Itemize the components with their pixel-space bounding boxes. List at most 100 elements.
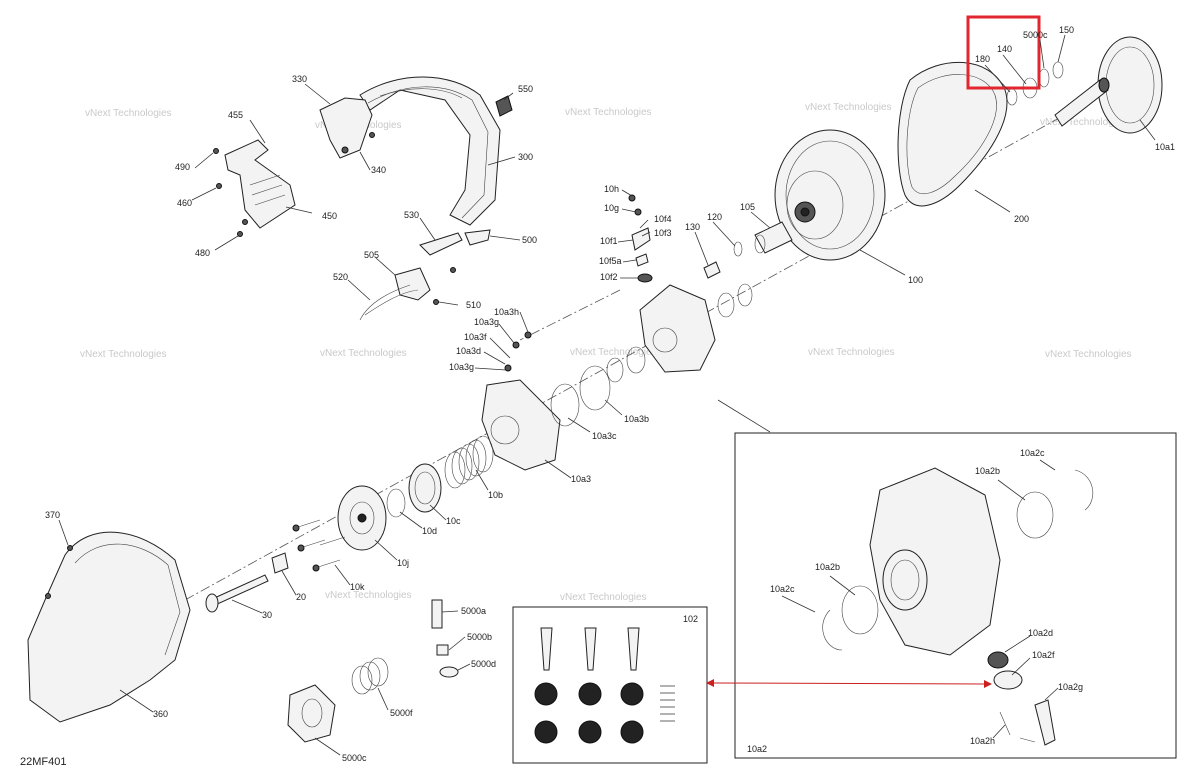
part-ring-10d[interactable] — [386, 488, 406, 518]
part-bolt-30[interactable] — [205, 574, 269, 613]
callout-105: 105 — [740, 202, 755, 212]
sub-axis — [519, 289, 621, 341]
callout-10a2c-left: 10a2c — [770, 584, 795, 594]
watermark-text: vNext Technologies — [1045, 349, 1132, 360]
callout-10a1: 10a1 — [1155, 142, 1175, 152]
part-washer-20[interactable] — [271, 552, 289, 574]
callout-10a2g: 10a2g — [1058, 682, 1083, 692]
callout-370: 370 — [45, 510, 60, 520]
callout-labels: 330 550 455 490 460 340 300 450 480 530 … — [45, 25, 1175, 763]
part-rings-180-140-150[interactable] — [1006, 61, 1064, 106]
callout-10b: 10b — [488, 490, 503, 500]
callout-102: 102 — [683, 614, 698, 624]
callout-10f2: 10f2 — [600, 272, 618, 282]
callout-130: 130 — [685, 222, 700, 232]
part-nut-5000d[interactable] — [439, 666, 459, 678]
callout-10c: 10c — [446, 516, 461, 526]
callout-10a3g-a: 10a3g — [474, 317, 499, 327]
part-nut-130[interactable] — [703, 261, 721, 279]
callout-10a2d: 10a2d — [1028, 628, 1053, 638]
watermark-text: vNext Technologies — [560, 592, 647, 603]
part-belt-200[interactable] — [897, 61, 1008, 207]
callout-490: 490 — [175, 162, 190, 172]
part-cover-10j[interactable] — [337, 485, 387, 551]
callout-360: 360 — [153, 709, 168, 719]
watermark-text: vNext Technologies — [325, 590, 412, 601]
part-bracket-330[interactable] — [319, 97, 375, 159]
callout-10j: 10j — [397, 558, 409, 568]
part-housing-10a3[interactable] — [481, 284, 716, 471]
callout-10a3: 10a3 — [571, 474, 591, 484]
callout-330: 330 — [292, 74, 307, 84]
callout-150: 150 — [1059, 25, 1074, 35]
callout-10a2: 10a2 — [747, 744, 767, 754]
callout-10h: 10h — [604, 184, 619, 194]
part-spring-5000f[interactable] — [351, 657, 389, 695]
callout-510: 510 — [466, 300, 481, 310]
part-pulley-100[interactable] — [774, 129, 886, 261]
callout-5000f: 5000f — [390, 708, 413, 718]
part-550[interactable] — [495, 95, 513, 117]
callout-200: 200 — [1014, 214, 1029, 224]
callout-460: 460 — [177, 198, 192, 208]
watermark-text: vNext Technologies — [85, 108, 172, 119]
callout-5000d: 5000d — [471, 659, 496, 669]
watermark-text: vNext Technologies — [570, 347, 657, 358]
part-cup-10c[interactable] — [408, 463, 442, 513]
reference-arrow — [706, 679, 992, 688]
callout-500: 500 — [522, 235, 537, 245]
part-gasket-5000c[interactable] — [287, 684, 336, 743]
watermark-text: vNext Technologies — [320, 348, 407, 359]
callout-10f5a: 10f5a — [599, 256, 622, 266]
leader-lines — [58, 34, 1156, 756]
callout-140: 140 — [997, 44, 1012, 54]
callout-340: 340 — [371, 165, 386, 175]
callout-10a2f: 10a2f — [1032, 650, 1055, 660]
part-bracket-450[interactable] — [213, 139, 296, 237]
callout-550: 550 — [518, 84, 533, 94]
callout-5000c-bottom: 5000c — [342, 753, 367, 763]
part-washer-5000b[interactable] — [436, 644, 449, 656]
part-rings-10a3bc[interactable] — [550, 283, 753, 427]
callout-20: 20 — [296, 592, 306, 602]
callout-100: 100 — [908, 275, 923, 285]
callout-10k: 10k — [350, 582, 365, 592]
watermark-text: vNext Technologies — [80, 349, 167, 360]
detail-housing-10a2[interactable] — [822, 467, 1094, 746]
part-cover-360[interactable] — [27, 531, 191, 723]
part-washer-120[interactable] — [733, 241, 743, 257]
part-bushing-105[interactable] — [754, 221, 793, 254]
callout-30: 30 — [262, 610, 272, 620]
part-sheave-10a1[interactable] — [1054, 36, 1163, 134]
callout-10a3c: 10a3c — [592, 431, 617, 441]
kit-102-contents[interactable] — [534, 627, 675, 744]
callout-10a2c-top: 10a2c — [1020, 448, 1045, 458]
watermark-text: vNext Technologies — [808, 347, 895, 358]
part-bolts-10k[interactable] — [292, 519, 346, 572]
document-id: 22MF401 — [20, 756, 66, 768]
part-bracket-500[interactable] — [359, 229, 491, 321]
callout-180: 180 — [975, 54, 990, 64]
callout-455: 455 — [228, 110, 243, 120]
watermark-text: vNext Technologies — [1040, 117, 1127, 128]
callout-10a3b: 10a3b — [624, 414, 649, 424]
callout-120: 120 — [707, 212, 722, 222]
callout-505: 505 — [364, 250, 379, 260]
callout-10a2b-top: 10a2b — [975, 466, 1000, 476]
part-spring-10b[interactable] — [444, 435, 494, 489]
callout-480: 480 — [195, 248, 210, 258]
callout-10a3f: 10a3f — [464, 332, 487, 342]
part-screws-10a3[interactable] — [504, 331, 532, 372]
part-arm-10f[interactable] — [628, 194, 653, 283]
callout-5000c-top: 5000c — [1023, 30, 1048, 40]
callout-10a2h: 10a2h — [970, 736, 995, 746]
part-belt-guard-300[interactable] — [359, 76, 501, 226]
callout-10a3g-b: 10a3g — [449, 362, 474, 372]
watermark-text: vNext Technologies — [565, 107, 652, 118]
callout-10a3d: 10a3d — [456, 346, 481, 356]
callout-10a3h: 10a3h — [494, 307, 519, 317]
part-bolt-5000a[interactable] — [431, 599, 443, 629]
callout-10d: 10d — [422, 526, 437, 536]
